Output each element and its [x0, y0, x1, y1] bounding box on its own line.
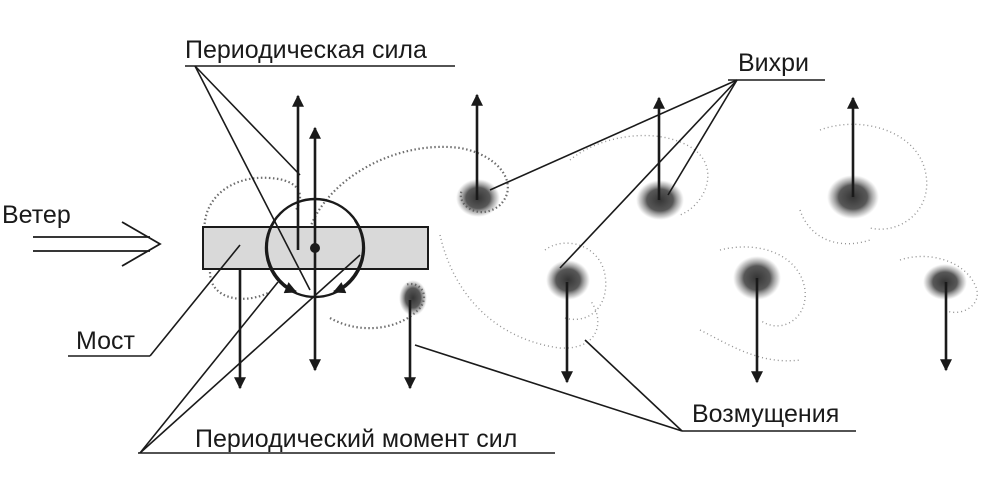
- disturbances-leader-2: [584, 339, 683, 432]
- vortex-3: [546, 260, 590, 300]
- wind-arrow: [33, 221, 162, 267]
- vortices-leader-3: [667, 79, 738, 196]
- vortices-label: Вихри: [738, 49, 809, 77]
- vortices-leader-2: [559, 79, 738, 269]
- periodic-moment-leader-2: [139, 254, 361, 454]
- force-arrows: [234, 93, 952, 390]
- vortex-2: [399, 280, 427, 316]
- periodic-force-leader-1: [194, 65, 301, 176]
- disturbances-leader-1: [414, 344, 683, 432]
- disturbances-label: Возмущения: [692, 400, 839, 428]
- periodic-moment-leader-1: [139, 281, 279, 454]
- periodic-force-leader-2: [194, 65, 311, 291]
- vortex-cores: [399, 175, 967, 316]
- periodic-force-label: Периодическая сила: [185, 36, 427, 64]
- bridge-leader: [149, 244, 241, 357]
- periodic-moment-label: Периодический момент сил: [195, 425, 517, 453]
- vortices-leader-1: [489, 79, 738, 191]
- wind-label: Ветер: [2, 201, 71, 229]
- bridge-label: Мост: [76, 327, 136, 355]
